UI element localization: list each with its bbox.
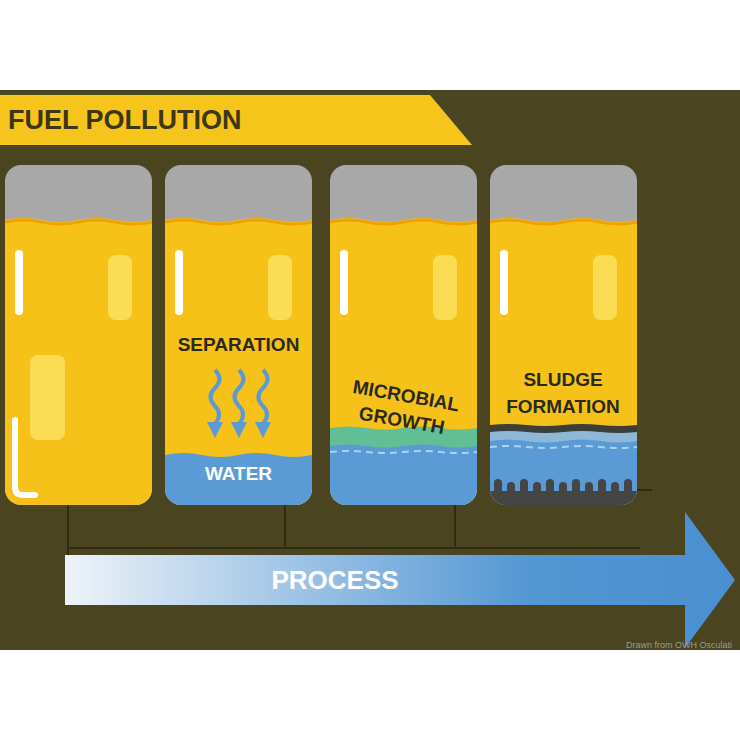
sludge-lump (585, 482, 593, 498)
sludge-lump (598, 479, 606, 495)
fuel-body (330, 218, 477, 505)
fuel-body (5, 218, 152, 505)
glass-highlight (593, 255, 617, 320)
tank-air (165, 165, 312, 505)
sludge-lump (546, 479, 554, 495)
sludge-lump (559, 482, 567, 498)
fuel-surface (5, 220, 152, 224)
microbial-layer (330, 427, 477, 506)
tank-content (5, 165, 152, 505)
sludge-lump (533, 482, 541, 498)
sludge-lump (624, 479, 632, 495)
arrow-label: PROCESS (65, 564, 605, 596)
diagram-title: FUEL POLLUTION (8, 104, 242, 136)
fuel-surface (490, 220, 637, 224)
water-ripple (490, 446, 637, 448)
fuel-body (165, 218, 312, 505)
stage-label: SLUDGE FORMATION (498, 366, 628, 420)
glass-highlight (433, 255, 457, 320)
process-arrow: PROCESS (65, 510, 735, 650)
glass-highlight (268, 255, 292, 320)
water-layer (330, 445, 477, 506)
leader-line (284, 505, 286, 548)
glass-highlight (15, 250, 23, 315)
settling-arrow (259, 370, 268, 430)
tank-content (490, 165, 637, 505)
tank-air (330, 165, 477, 505)
tank-content (330, 165, 477, 505)
emulsion-layer (490, 431, 637, 505)
watermark: Drawn from OWH Osculati (626, 640, 732, 651)
leader-line (637, 489, 652, 491)
leader-line (68, 547, 640, 549)
glass-highlight (15, 420, 35, 495)
sludge-lump (611, 482, 619, 498)
water-layer (490, 440, 637, 506)
sludge-lump (507, 482, 515, 498)
fuel-tank (5, 165, 152, 505)
leader-line (454, 505, 456, 548)
stage-label: SEPARATION (165, 334, 312, 356)
fuel-tank: MICROBIAL GROWTH (330, 165, 477, 505)
stage-label: WATER (165, 463, 312, 485)
fuel-tank: SEPARATION WATER (165, 165, 312, 505)
tank-content (165, 165, 312, 505)
arrow-body (65, 512, 735, 648)
sludge-lump (520, 479, 528, 495)
glass-highlight (340, 250, 348, 315)
water-ripple (330, 451, 477, 453)
sludge-film (490, 424, 637, 505)
glass-highlight (30, 355, 65, 440)
tank-air (490, 165, 637, 505)
glass-highlight (500, 250, 508, 315)
arrow-shape (65, 510, 735, 650)
glass-highlight (175, 250, 183, 315)
fuel-tank: SLUDGE FORMATION (490, 165, 637, 505)
tank-shape (490, 165, 637, 505)
glass-highlight (108, 255, 132, 320)
tank-shape (330, 165, 477, 505)
settling-arrow (211, 370, 220, 430)
fuel-surface (330, 220, 477, 224)
fuel-surface (165, 220, 312, 224)
sludge-lump (494, 479, 502, 495)
tank-air (5, 165, 152, 505)
title-banner (0, 95, 472, 145)
dark-backdrop (0, 90, 740, 650)
water-layer (165, 453, 312, 505)
fuel-body (490, 218, 637, 505)
sludge-lump (572, 479, 580, 495)
settling-arrow (235, 370, 244, 430)
